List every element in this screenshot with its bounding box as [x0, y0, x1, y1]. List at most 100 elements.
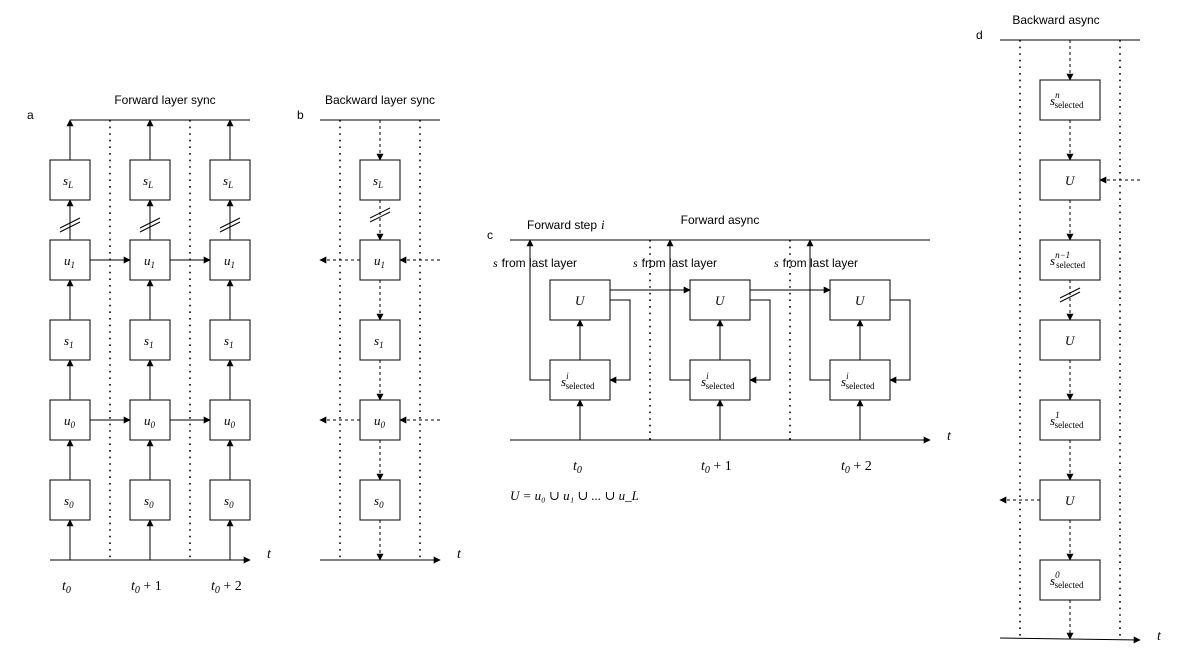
- time-label: t0: [573, 459, 582, 476]
- U-label: U: [1065, 333, 1076, 348]
- arrow: [609, 299, 631, 384]
- arrow: [749, 299, 771, 384]
- skip-mark-icon: [219, 217, 241, 233]
- panel-c-title: Forward async: [681, 213, 760, 227]
- panel-a: a Forward layer sync t s0 u0 s1 u1 sL: [27, 93, 272, 596]
- arrow: [806, 239, 830, 381]
- time-label: t0 + 1: [701, 459, 732, 476]
- U-box: [829, 279, 891, 321]
- node-sL-label: sL: [63, 173, 73, 190]
- union-formula: U = u₀ ∪ u₁ ∪ ... ∪ u_L: [510, 488, 639, 503]
- skip-mark-icon: [139, 217, 161, 233]
- node-sL: [129, 159, 171, 201]
- skip-mark-icon: [1059, 287, 1081, 303]
- node-u0-label: u0: [64, 413, 76, 430]
- skip-mark-icon: [369, 207, 391, 223]
- U-label: U: [1065, 493, 1076, 508]
- node-sL: [209, 159, 251, 201]
- panel-c-axis-label: t: [947, 429, 952, 444]
- time-label: t0 + 2: [211, 579, 242, 596]
- panel-b: b Backward layer sync t sL u1 s1 u0 s0: [297, 93, 462, 564]
- node-u0: [129, 399, 171, 441]
- node-sL-label: sL: [373, 173, 383, 190]
- U-label: U: [855, 293, 866, 308]
- node-s0: [49, 479, 91, 521]
- U-label: U: [715, 293, 726, 308]
- node-s1-label: s1: [64, 333, 74, 350]
- node-sL-label: sL: [223, 173, 233, 190]
- skip-mark-icon: [59, 217, 81, 233]
- node-u1-label: u1: [224, 253, 235, 270]
- panel-a-letter: a: [27, 108, 34, 122]
- panel-a-column: s0 u0 s1 u1 sL t0 + 2: [209, 119, 251, 596]
- node-u0-label: u0: [224, 413, 236, 430]
- node-u0-label: u0: [144, 413, 156, 430]
- panel-a-column: s0 u0 s1 u1 sL t0: [49, 119, 91, 596]
- node-s0-label: s0: [144, 493, 154, 510]
- panel-d-axis-label: t: [1157, 629, 1162, 644]
- time-label: t0 + 2: [841, 459, 872, 476]
- node-s1-label: s1: [374, 333, 384, 350]
- panel-b-letter: b: [297, 108, 304, 122]
- arrow: [526, 239, 550, 381]
- U-box: [1039, 479, 1101, 521]
- node-s1: [359, 319, 401, 361]
- arrow: [889, 299, 911, 384]
- panel-a-title: Forward layer sync: [114, 93, 215, 107]
- node-sL-label: sL: [143, 173, 153, 190]
- node-u0-label: u0: [374, 413, 386, 430]
- s-selected-box: [689, 359, 751, 401]
- s-selected-box: [549, 359, 611, 401]
- node-sL: [359, 159, 401, 201]
- node-s1: [49, 319, 91, 361]
- node-u1-label: u1: [144, 253, 155, 270]
- time-label: t0 + 1: [131, 579, 162, 596]
- s-selected-0-box: [1039, 559, 1101, 601]
- s-selected-n-minus-1-box: [1039, 239, 1101, 281]
- node-s0: [129, 479, 171, 521]
- node-u1-label: u1: [374, 253, 385, 270]
- node-s0: [209, 479, 251, 521]
- arrow: [666, 239, 690, 381]
- node-s1: [209, 319, 251, 361]
- panel-a-column: s0 u0 s1 u1 sL t0 + 1: [129, 119, 171, 596]
- node-u1: [359, 239, 401, 281]
- s-selected-n-box: [1039, 79, 1101, 121]
- node-u0: [209, 399, 251, 441]
- node-s0-label: s0: [374, 493, 384, 510]
- panel-d-title: Backward async: [1012, 13, 1099, 27]
- node-s0-label: s0: [224, 493, 234, 510]
- node-u1: [209, 239, 251, 281]
- U-box: [689, 279, 751, 321]
- panel-d-letter: d: [976, 28, 983, 42]
- panel-b-axis-label: t: [457, 547, 462, 562]
- node-s1: [129, 319, 171, 361]
- U-label: U: [575, 293, 586, 308]
- node-u1-label: u1: [64, 253, 75, 270]
- node-s0-label: s0: [64, 493, 74, 510]
- time-label: t0: [62, 579, 71, 596]
- U-label: U: [1065, 173, 1076, 188]
- node-u1: [49, 239, 91, 281]
- panel-a-axis-label: t: [267, 547, 272, 562]
- node-s1-label: s1: [224, 333, 234, 350]
- panel-b-title: Backward layer sync: [325, 93, 435, 107]
- node-s1-label: s1: [144, 333, 154, 350]
